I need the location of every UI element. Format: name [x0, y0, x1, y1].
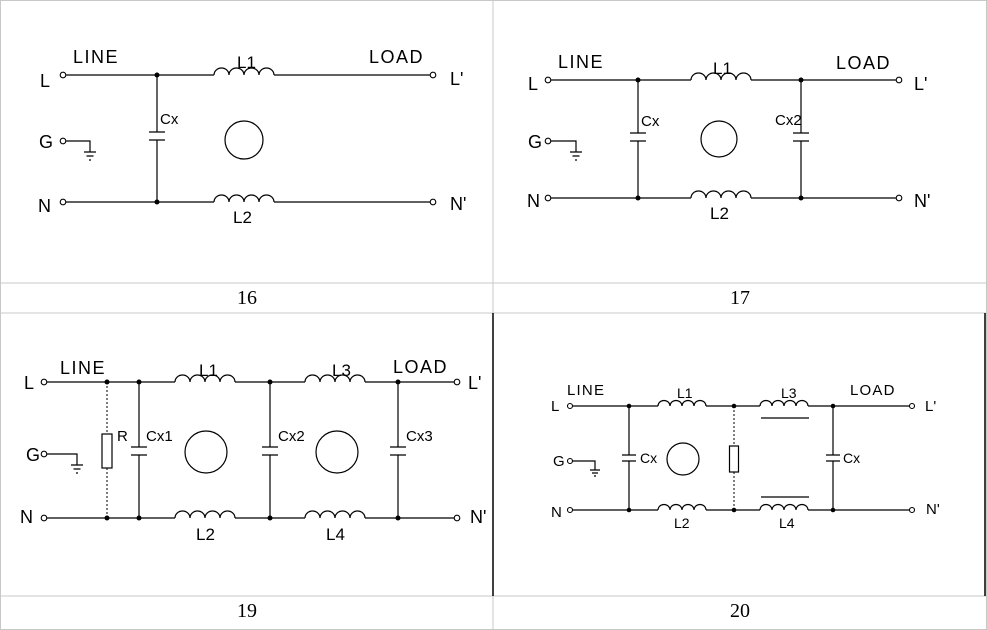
circuit-19: L LINE LOAD L' G N N' L1 L3 L2 L4 R Cx1 … [20, 357, 486, 544]
circuit-17: L LINE LOAD L' G N N' L1 L2 Cx Cx2 [527, 52, 930, 223]
terminal-l-prime-label: L' [450, 69, 463, 89]
capacitor-cx1-label: Cx1 [146, 428, 173, 445]
terminal-l-label: L [24, 373, 34, 393]
circuit-20: L LINE LOAD L' G N N' L1 L3 L2 L4 Cx Cx [551, 382, 940, 531]
terminal-l-prime-label: L' [468, 373, 481, 393]
terminal-n-prime-label: N' [926, 501, 940, 518]
capacitor-cx2-label: Cx2 [775, 112, 802, 129]
terminal-l-prime-label: L' [914, 74, 927, 94]
terminal-g-label: G [528, 132, 542, 152]
terminal-g-label: G [39, 132, 53, 152]
load-label: LOAD [369, 47, 424, 67]
terminal-g-label: G [26, 445, 40, 465]
capacitor-cx3-label: Cx3 [406, 428, 433, 445]
capacitor-cx-label: Cx [641, 113, 660, 130]
terminal-n-label: N [527, 191, 540, 211]
inductor-l1-label: L1 [237, 53, 256, 72]
inductor-l2-label: L2 [233, 208, 252, 227]
inductor-l1-label: L1 [199, 361, 218, 380]
circuit-16: L LINE LOAD L' G N N' L1 L2 Cx [38, 47, 466, 227]
terminal-n-prime-label: N' [470, 507, 486, 527]
load-label: LOAD [850, 382, 896, 399]
terminal-n-label: N [38, 196, 51, 216]
caption-17: 17 [730, 287, 750, 309]
inductor-l4-label: L4 [779, 515, 795, 531]
terminal-n-prime-label: N' [450, 194, 466, 214]
capacitor-cx2-label: Cx2 [278, 428, 305, 445]
line-label: LINE [567, 382, 605, 399]
capacitor-cx-label: Cx [640, 450, 657, 466]
terminal-l-label: L [551, 398, 559, 415]
capacitor-cx-label: Cx [843, 450, 860, 466]
caption-20: 20 [730, 600, 750, 622]
inductor-l3-label: L3 [781, 385, 797, 401]
terminal-n-prime-label: N' [914, 191, 930, 211]
load-label: LOAD [836, 53, 891, 73]
caption-19: 19 [237, 600, 257, 622]
terminal-l-label: L [528, 74, 538, 94]
inductor-l2-label: L2 [196, 525, 215, 544]
inductor-l2-label: L2 [674, 515, 690, 531]
terminal-n-label: N [551, 504, 562, 521]
terminal-g-label: G [553, 453, 565, 470]
terminal-n-label: N [20, 507, 33, 527]
terminal-l-label: L [40, 71, 50, 91]
inductor-l4-label: L4 [326, 525, 345, 544]
line-label: LINE [73, 47, 119, 67]
inductor-l1-label: L1 [677, 385, 693, 401]
caption-16: 16 [237, 287, 257, 309]
inductor-l2-label: L2 [710, 204, 729, 223]
capacitor-cx-label: Cx [160, 111, 179, 128]
load-label: LOAD [393, 357, 448, 377]
terminal-l-prime-label: L' [925, 398, 936, 415]
line-label: LINE [558, 52, 604, 72]
line-label: LINE [60, 358, 106, 378]
resistor-r-label: R [117, 428, 128, 445]
